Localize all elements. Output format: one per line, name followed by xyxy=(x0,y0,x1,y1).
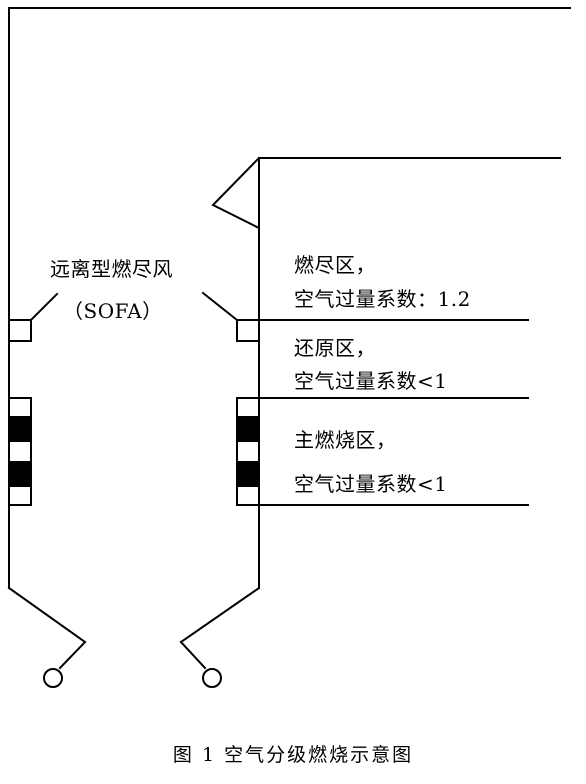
sofa-leader-right xyxy=(201,291,239,322)
reduction-zone-label: 还原区， xyxy=(294,336,376,360)
burner-column-left xyxy=(8,397,32,506)
figure-caption: 图 1 空气分级燃烧示意图 xyxy=(172,744,414,766)
sofa-abbreviation-label: （SOFA） xyxy=(63,299,163,323)
sofa-port-right xyxy=(236,319,260,342)
burner-column-right xyxy=(236,397,260,506)
burnout-zone-label: 燃尽区， xyxy=(294,253,376,277)
main-air-ratio-label: 空气过量系数<1 xyxy=(294,472,448,496)
hopper-right xyxy=(179,586,261,644)
sofa-leader-left xyxy=(29,292,59,322)
hopper-right-bottom xyxy=(179,640,207,670)
hopper-left-bottom xyxy=(58,640,87,670)
sofa-label: 远离型燃尽风 xyxy=(50,257,173,281)
hopper-left xyxy=(7,586,87,644)
burner-nozzle-right-lower xyxy=(237,461,259,487)
furnace-nose xyxy=(211,156,261,230)
main-zone-label: 主燃烧区， xyxy=(294,428,397,452)
burnout-air-ratio-label: 空气过量系数：1.2 xyxy=(294,287,471,311)
burner-nozzle-left-lower xyxy=(9,461,31,487)
reduction-air-ratio-label: 空气过量系数<1 xyxy=(294,369,448,393)
ash-outlet-right xyxy=(202,668,222,688)
burner-nozzle-left-upper xyxy=(9,416,31,442)
ash-outlet-left xyxy=(43,668,63,688)
burner-nozzle-right-upper xyxy=(237,416,259,442)
sofa-port-left xyxy=(8,319,32,342)
